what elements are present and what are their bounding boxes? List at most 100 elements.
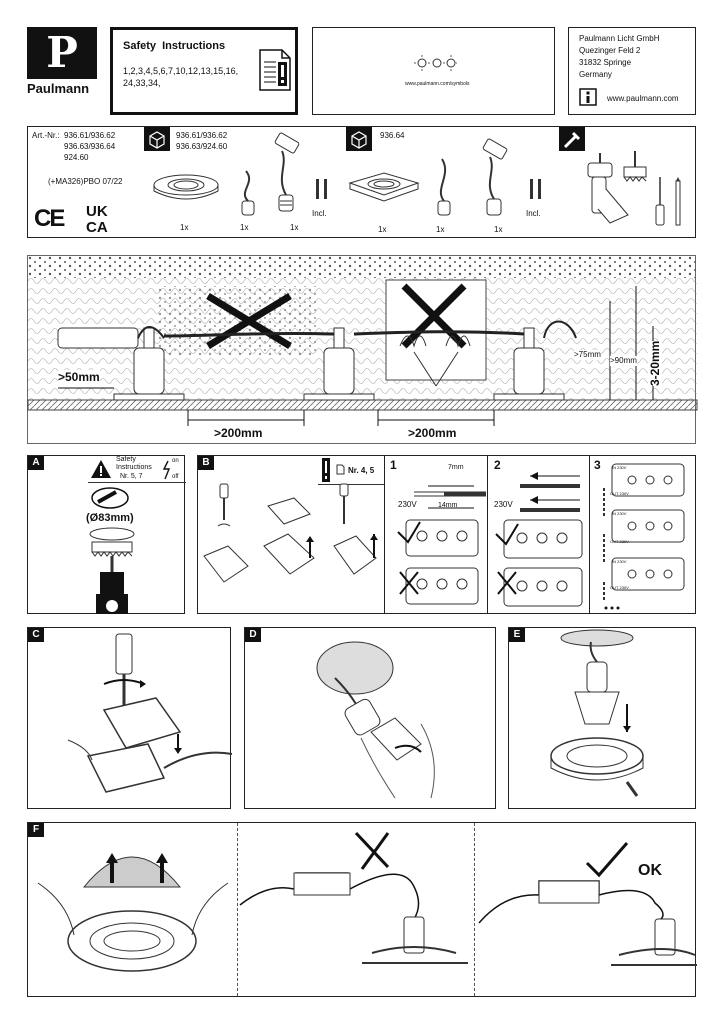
- in-230-label-3: IN 230V: [612, 559, 627, 564]
- wire-strip-illustration: [397, 485, 486, 605]
- brand-logo-block: P Paulmann: [27, 27, 97, 97]
- round-downlight-icon: [153, 174, 219, 200]
- strip-7mm: 7mm: [448, 464, 464, 471]
- in-230-label-1: IN 230V: [612, 465, 627, 470]
- kit2-qty-1: 1x: [378, 225, 387, 234]
- company-country: Germany: [579, 70, 612, 79]
- step-b-divider: [384, 456, 385, 613]
- kit1-numbers-1: 936.61/936.62: [176, 131, 228, 140]
- package-icon-1: [144, 127, 170, 151]
- company-street: Quezinger Feld 2: [579, 46, 641, 55]
- fit-lamp-illustration: [550, 629, 644, 797]
- cable-connector-icon-1: [241, 170, 255, 216]
- kit1-qty-2: 1x: [240, 223, 249, 232]
- dim-75mm: >75mm: [574, 350, 601, 360]
- step-b1-label: 1: [390, 458, 397, 472]
- kit2-qty-3: 1x: [494, 225, 503, 234]
- wire-insert-illustration: [495, 472, 583, 607]
- dim-50mm: >50mm: [58, 370, 100, 385]
- step-c-panel: C: [27, 627, 233, 809]
- step-b-divider-2: [487, 456, 488, 613]
- step-b3-label: 3: [594, 458, 601, 472]
- daisy-chain-illustration: [603, 463, 685, 610]
- step-e-badge: E: [509, 628, 525, 642]
- kit1-qty-3: 1x: [290, 223, 299, 232]
- out-230-label-1: OUT 230V: [610, 491, 629, 496]
- step-d-badge: D: [245, 628, 261, 642]
- info-icon: [579, 88, 597, 106]
- product-box: Art.-Nr.: 936.61/936.62 936.63/936.64 92…: [27, 126, 696, 238]
- company-city: 31832 Springe: [579, 58, 632, 67]
- safety-numbers-1: 1,2,3,4,5,6,7,10,12,13,15,16,: [123, 66, 239, 76]
- document-warning-icon: [259, 49, 291, 91]
- cutout-diameter: (Ø83mm): [86, 512, 134, 524]
- art-line-3: 924.60: [64, 153, 89, 162]
- switch-off-icon: [162, 460, 171, 480]
- kit1-incl: Incl.: [312, 209, 327, 218]
- ukca-mark-ca: CA: [86, 219, 108, 236]
- screwdriver-icon: [655, 177, 665, 226]
- step-b2-label: 2: [494, 458, 501, 472]
- step-b-nr: Nr. 4, 5: [348, 466, 375, 475]
- out-230-label-2: OUT 230V: [610, 539, 629, 544]
- safety-numbers-2: 24,33,34,: [123, 78, 161, 88]
- step-a-panel: A Safety Instructions Nr. 5, 7 on off (Ø…: [27, 455, 186, 614]
- kit1-numbers-2: 936.63/924.60: [176, 142, 228, 151]
- drill-icon: [587, 153, 629, 224]
- step-a-badge: A: [28, 456, 44, 470]
- kit2-number: 936.64: [380, 131, 405, 140]
- strip-14mm: 14mm: [438, 502, 458, 509]
- step-e-panel: E: [508, 627, 696, 809]
- ring-press-illustration: [37, 853, 229, 972]
- connector-box-open-illustration: [203, 483, 378, 583]
- step-f-divider-1: [237, 823, 238, 996]
- step-f-panel: F OK: [27, 822, 697, 997]
- step-c-badge: C: [28, 628, 44, 642]
- pencil-icon: [675, 177, 681, 226]
- switch-on-label: on: [172, 458, 179, 464]
- gu10-socket-icon-2: [482, 138, 508, 216]
- ceiling-cross-section: [27, 256, 698, 426]
- screws-icon-1: [316, 179, 327, 199]
- kit1-qty-1: 1x: [180, 223, 189, 232]
- voltage-230-b: 230V: [494, 500, 513, 509]
- installation-diagram: >50mm >200mm >200mm >75mm >90mm 3-20mm: [27, 255, 698, 444]
- document-icon: [336, 464, 345, 475]
- symbols-box: www.paulmann.com/symbols: [312, 27, 555, 115]
- hole-saw-drill-illustration: [89, 527, 135, 614]
- top-rule: [88, 482, 186, 483]
- logo-mark: P: [27, 27, 97, 79]
- hole-saw-icon: [623, 151, 647, 182]
- ukca-mark-uk: UK: [86, 203, 108, 220]
- step-b-divider-3: [589, 456, 590, 613]
- screwdriver-close-illustration: [67, 633, 233, 793]
- step-f-badge: F: [28, 823, 44, 837]
- out-230-label-3: OUT 230V: [610, 585, 629, 590]
- voltage-230-a: 230V: [398, 500, 417, 509]
- dim-3-20mm: 3-20mm: [648, 340, 663, 386]
- art-line-2: 936.63/936.64: [64, 142, 116, 151]
- package-icon-2: [346, 127, 372, 151]
- brand-name: Paulmann: [27, 81, 90, 96]
- cable-connector-icon-2: [437, 158, 451, 216]
- square-downlight-icon: [348, 172, 420, 202]
- gu10-socket-icon-1: [274, 132, 300, 212]
- step-d-panel: D: [244, 627, 496, 809]
- ok-label: OK: [638, 862, 662, 879]
- symbols-icon: [414, 55, 457, 71]
- step-a-safety-2: Instructions: [116, 464, 152, 471]
- step-b-header-rule: [318, 484, 384, 485]
- kit2-incl: Incl.: [526, 209, 541, 218]
- step-b-panel: B Nr. 4, 5 1 7mm 14mm 230V: [197, 455, 696, 614]
- symbols-url: www.paulmann.com/symbols: [405, 81, 470, 87]
- switch-off-label: off: [172, 474, 179, 480]
- art-line-1: 936.61/936.62: [64, 131, 116, 140]
- screws-icon-2: [530, 179, 541, 199]
- dim-90mm: >90mm: [610, 356, 637, 366]
- step-a-safety-1: Safety: [116, 456, 136, 463]
- step-a-safety-nr: Nr. 5, 7: [120, 473, 143, 480]
- product-code: (+MA326)PBO 07/22: [48, 177, 123, 186]
- ce-mark: CE: [34, 205, 65, 232]
- insert-bulb-illustration: [316, 641, 435, 799]
- warning-icon: [91, 460, 111, 478]
